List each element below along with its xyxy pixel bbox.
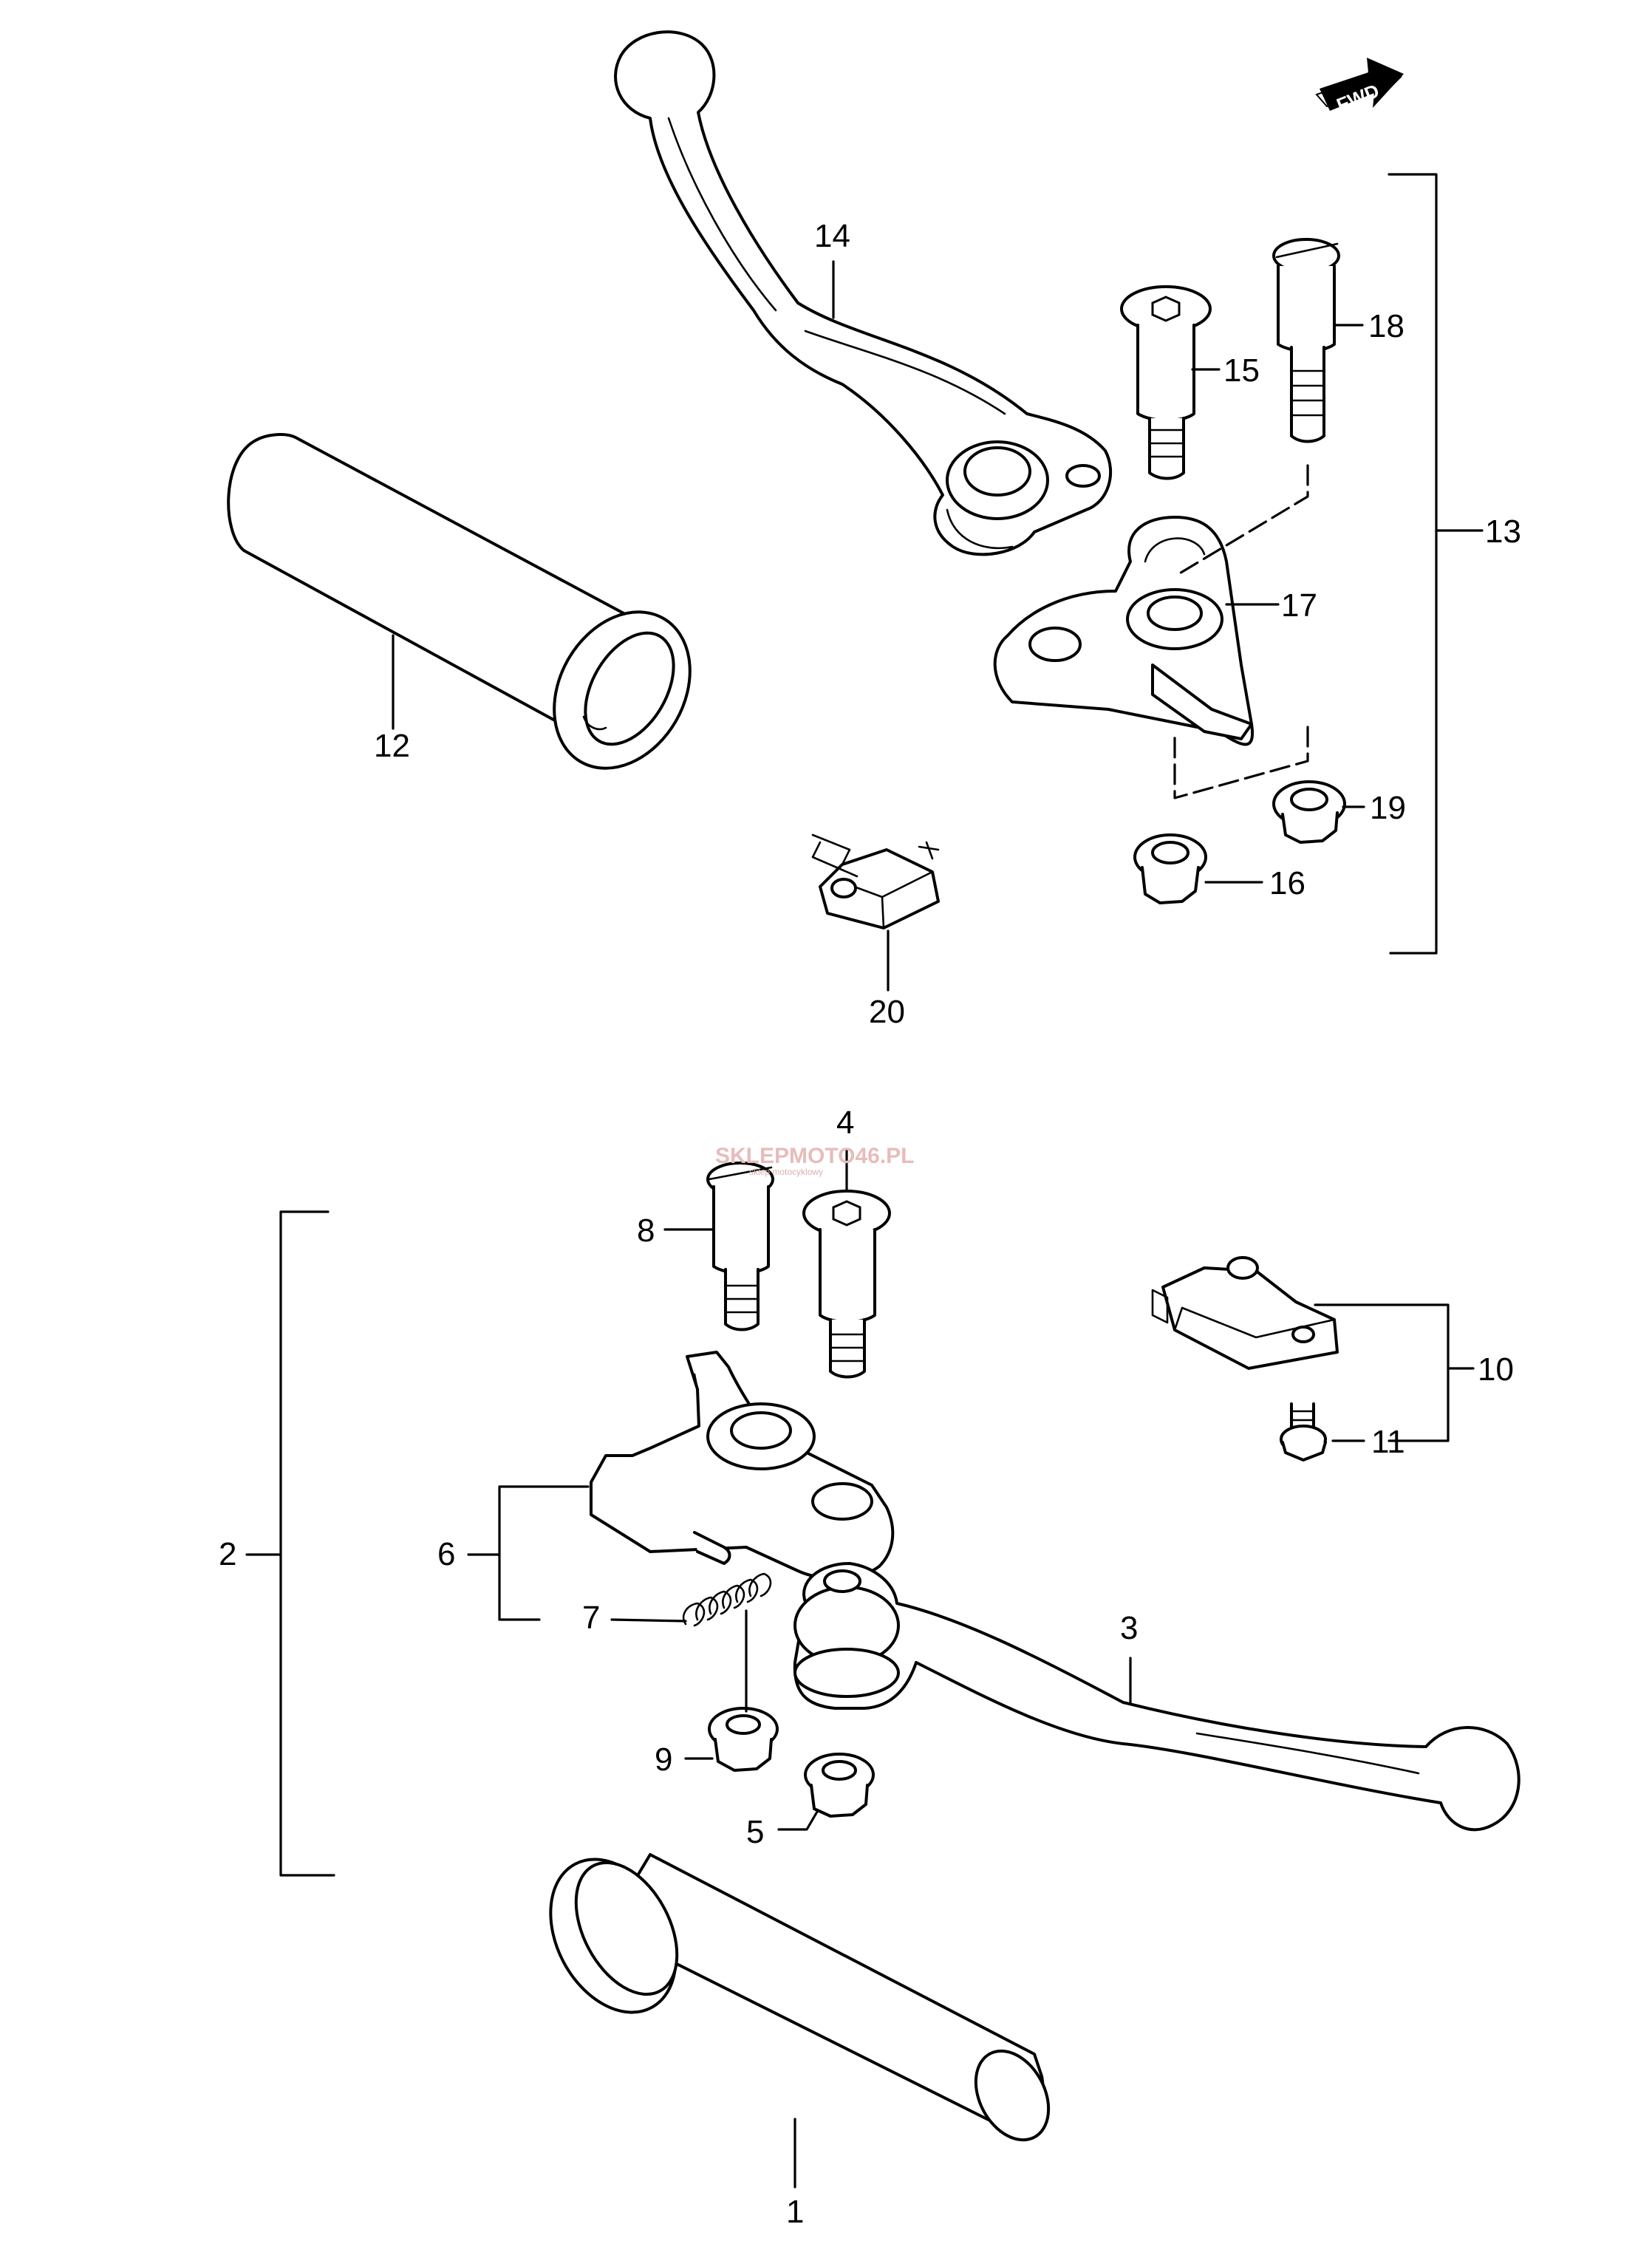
callout-14: 14: [814, 218, 850, 254]
callout-4: 4: [836, 1105, 854, 1141]
switch-part-10: [1151, 1256, 1339, 1370]
pivot-bolt-part-18: [1272, 238, 1340, 443]
callout-18: 18: [1368, 308, 1404, 344]
callout-2: 2: [219, 1536, 236, 1572]
spring-part-7: [682, 1572, 772, 1627]
lever-holder-part-6: [590, 1351, 895, 1580]
leader-lines: [245, 173, 1484, 2189]
lever-holder-part-17: [993, 516, 1255, 746]
callout-8: 8: [637, 1212, 655, 1249]
screw-part-11: [1280, 1402, 1327, 1461]
callout-1: 1: [786, 2194, 804, 2230]
callouts: 1 2 3 4 5 6 7 8 9 10 11 12 13 14 15 16 1…: [219, 218, 1521, 2230]
watermark-text: SKLEPMOTO46.PL: [715, 1144, 915, 1168]
callout-10: 10: [1478, 1351, 1514, 1388]
watermark: SKLEPMOTO46.PL sklep motocyklowy: [715, 1144, 915, 1177]
callout-7: 7: [582, 1600, 600, 1636]
callout-17: 17: [1281, 587, 1317, 624]
nut-part-19: [1272, 780, 1346, 844]
clutch-lever-part-14: [614, 30, 1113, 556]
pivot-bolt-part-8: [706, 1162, 774, 1331]
nut-part-5: [804, 1753, 875, 1818]
callout-19: 19: [1370, 790, 1406, 826]
callout-16: 16: [1269, 865, 1305, 901]
brake-lever-part-3: [793, 1562, 1520, 1832]
switch-part-20: [811, 833, 940, 930]
nut-part-16: [1133, 833, 1207, 904]
callout-20: 20: [869, 994, 905, 1030]
bolt-part-4: [802, 1190, 891, 1379]
callout-13: 13: [1485, 514, 1521, 550]
nut-part-9: [708, 1707, 779, 1772]
callout-5: 5: [746, 1814, 764, 1850]
watermark-subtext: sklep motocyklowy: [749, 1167, 823, 1177]
callout-15: 15: [1223, 352, 1260, 389]
callout-11: 11: [1371, 1424, 1405, 1460]
callout-12: 12: [374, 728, 410, 764]
callout-6: 6: [437, 1536, 455, 1572]
bolt-part-15: [1120, 285, 1212, 480]
callout-3: 3: [1120, 1610, 1138, 1646]
grip-part-12: [227, 433, 692, 770]
fwd-arrow-icon: FWD: [1315, 58, 1404, 116]
grip-part-1: [549, 1853, 1051, 2142]
callout-9: 9: [655, 1742, 672, 1778]
